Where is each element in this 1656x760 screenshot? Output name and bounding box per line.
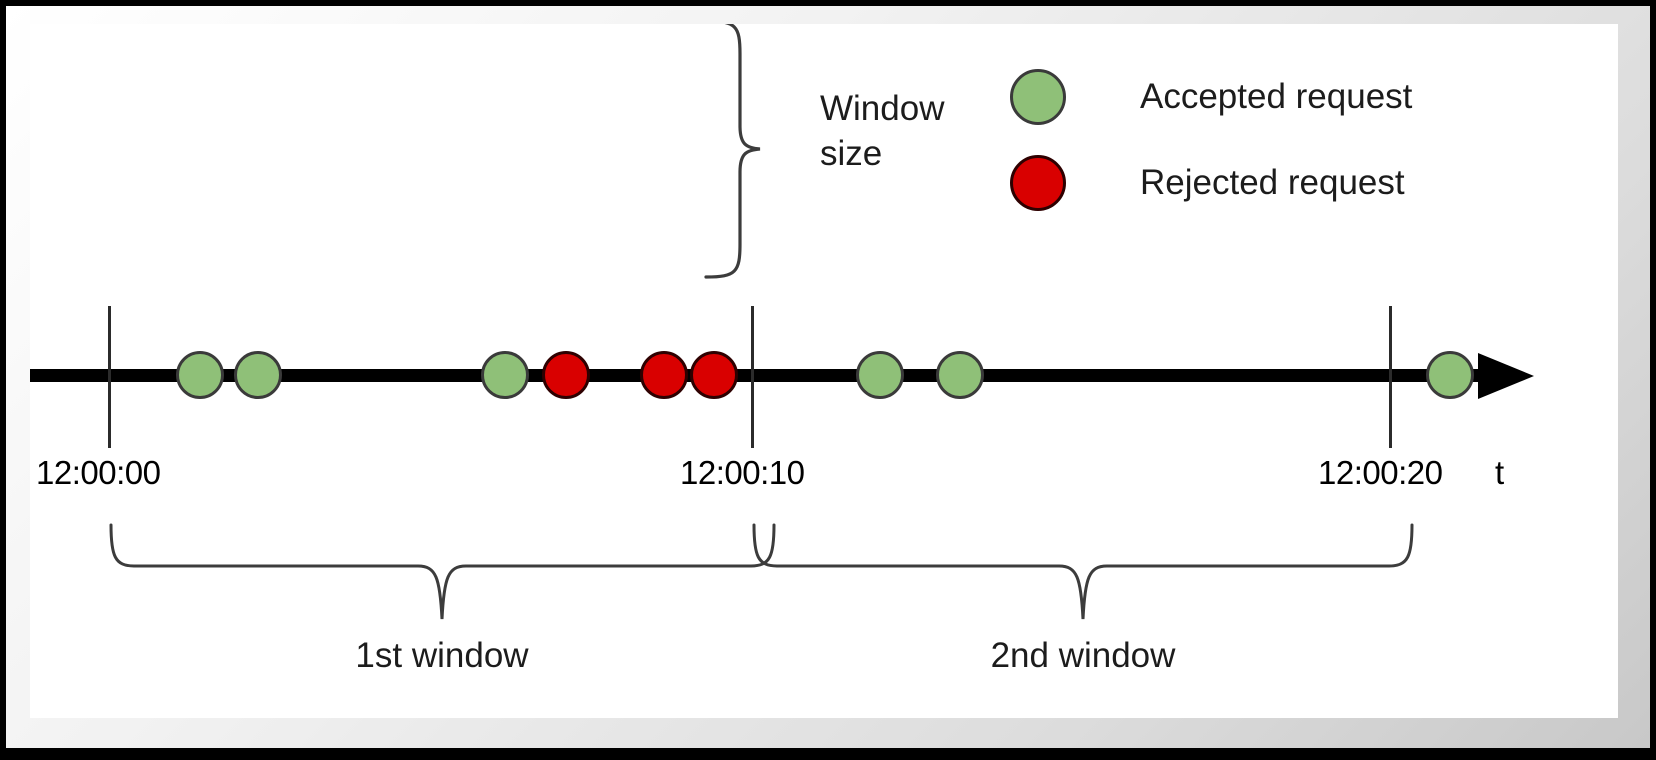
request-dot-accepted	[1426, 351, 1474, 399]
request-dot-rejected	[690, 351, 738, 399]
request-dot-accepted	[856, 351, 904, 399]
tick-mark-12-00-20	[1389, 306, 1392, 448]
axis-arrowhead-icon	[1478, 353, 1534, 399]
request-dot-accepted	[936, 351, 984, 399]
tick-label-12-00-20: 12:00:20	[1318, 454, 1443, 491]
tick-mark-12-00-10	[751, 306, 754, 448]
window-size-brace-icon	[704, 24, 761, 279]
request-dot-accepted	[234, 351, 282, 399]
second-window-brace-icon	[751, 522, 1415, 622]
red-circle-icon	[1010, 155, 1066, 211]
window-size-label: Window size	[820, 89, 945, 173]
request-dot-rejected	[640, 351, 688, 399]
request-dot-rejected	[542, 351, 590, 399]
legend: Accepted request Rejected request	[1010, 54, 1412, 226]
timeline-axis	[30, 369, 1482, 382]
window-label-2nd: 2nd window	[990, 636, 1176, 675]
tick-label-12-00-00: 12:00:00	[36, 454, 161, 491]
request-dot-accepted	[481, 351, 529, 399]
diagram-canvas: Window size Accepted request Rejected re…	[30, 24, 1618, 718]
legend-label-rejected: Rejected request	[1140, 163, 1405, 202]
tick-mark-12-00-00	[108, 306, 111, 448]
first-window-brace-icon	[108, 522, 777, 622]
tick-label-12-00-10: 12:00:10	[680, 454, 805, 491]
window-label-1st: 1st window	[355, 636, 529, 675]
axis-label-t: t	[1495, 454, 1505, 491]
legend-item-rejected: Rejected request	[1010, 140, 1412, 226]
legend-item-accepted: Accepted request	[1010, 54, 1412, 140]
frame-bevel: Window size Accepted request Rejected re…	[6, 6, 1650, 748]
request-dot-accepted	[176, 351, 224, 399]
green-circle-icon	[1010, 69, 1066, 125]
legend-label-accepted: Accepted request	[1140, 77, 1413, 116]
